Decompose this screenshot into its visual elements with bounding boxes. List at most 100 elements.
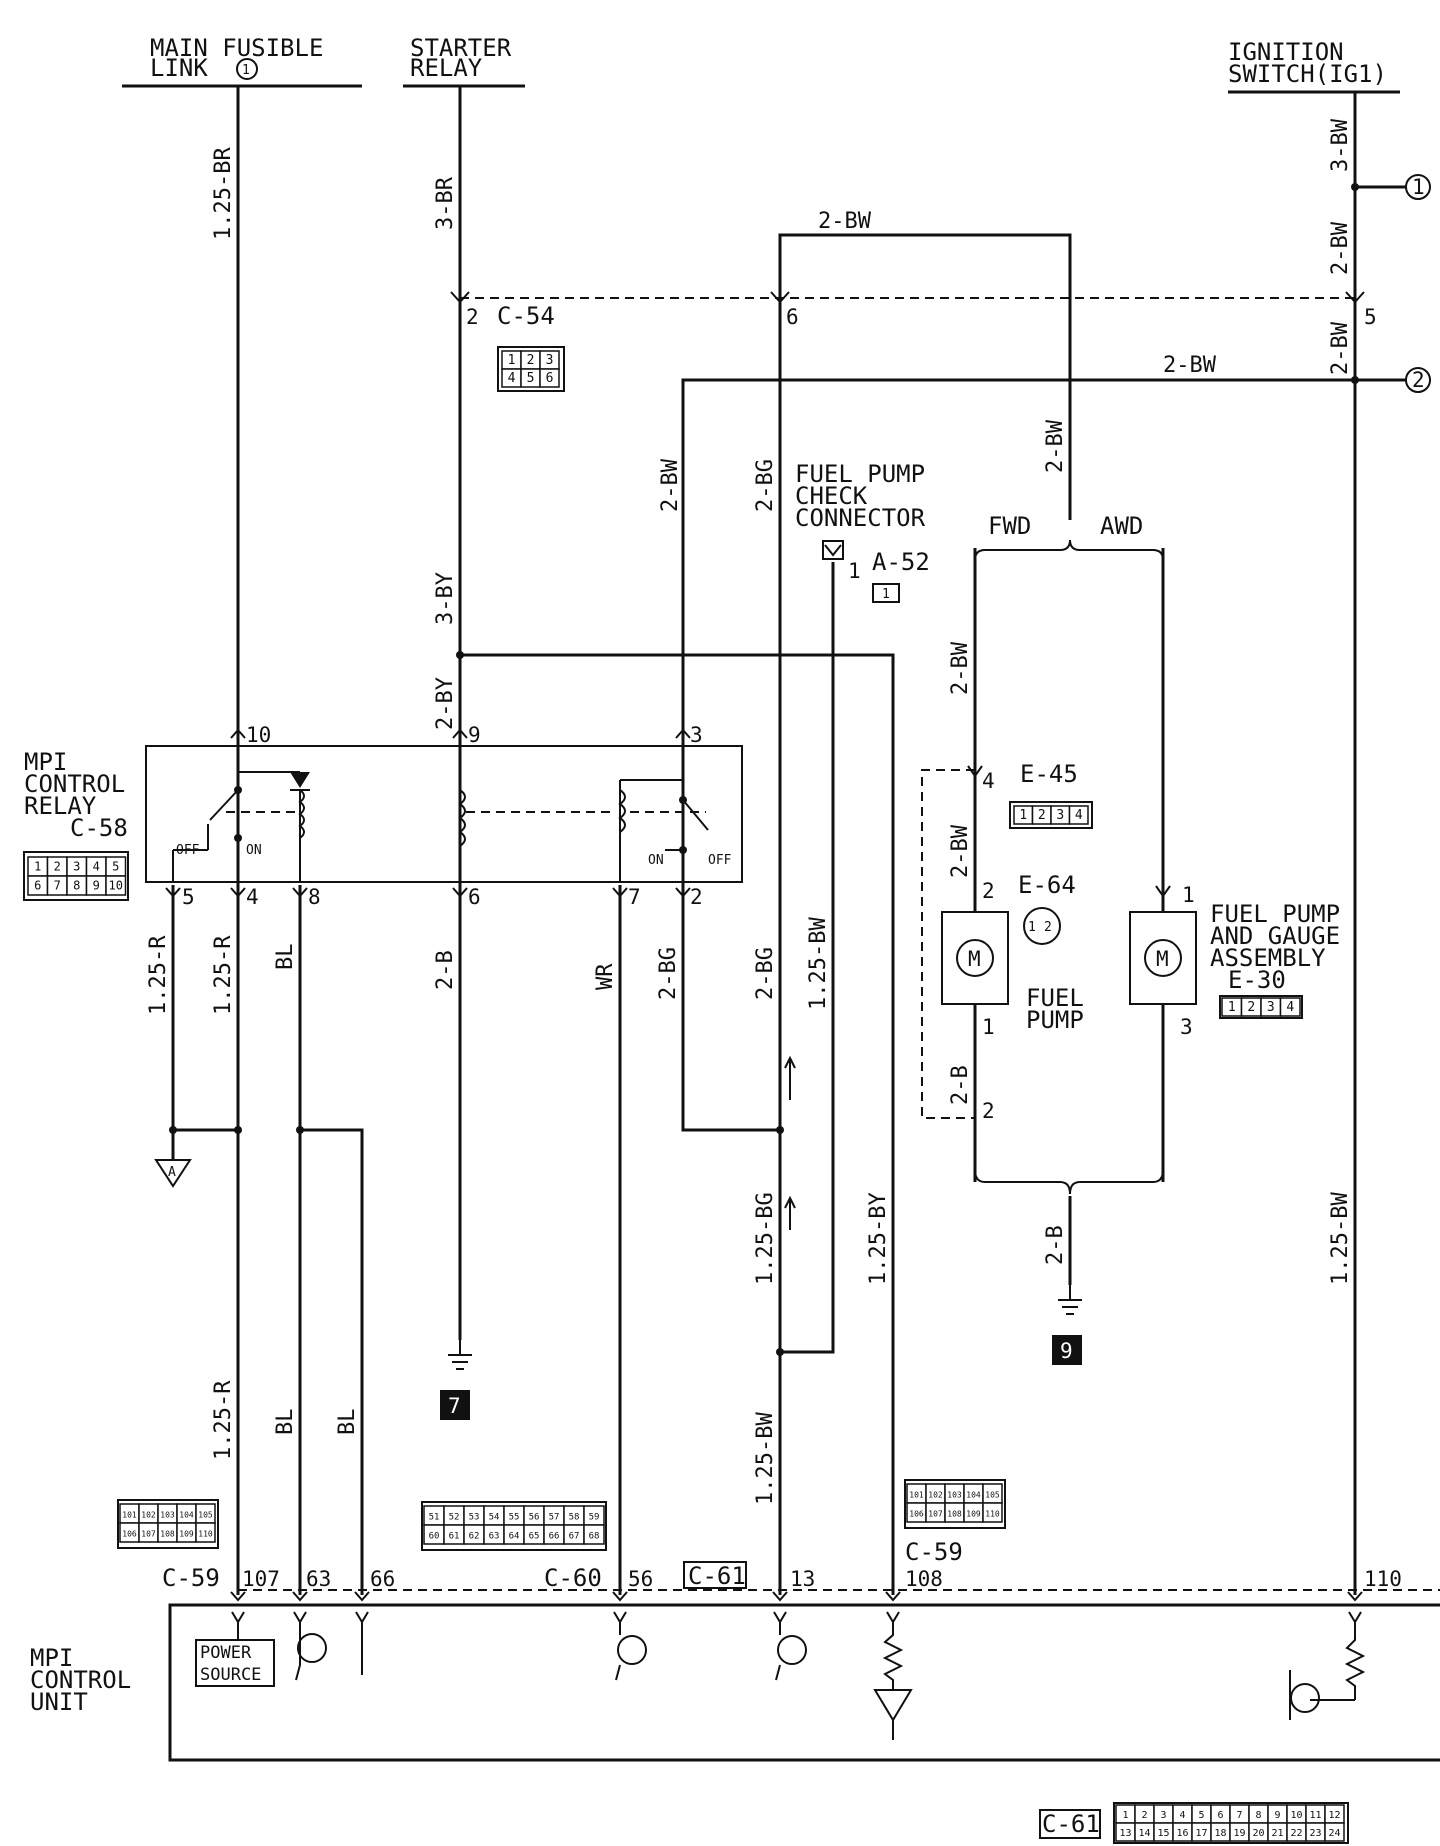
wire-label: 1.25-BG xyxy=(753,1192,778,1285)
connector-pin-number: 7 xyxy=(1236,1810,1242,1821)
relay-label-1: MPI xyxy=(24,748,67,776)
svg-text:9: 9 xyxy=(468,723,481,747)
svg-text:2: 2 xyxy=(690,885,703,909)
connector-pin-number: 5 xyxy=(1198,1810,1204,1821)
connector-pin-number: 102 xyxy=(141,1511,156,1520)
svg-text:ON: ON xyxy=(648,853,664,868)
connector-pin-number: 6 xyxy=(546,371,554,386)
svg-text:FUEL: FUEL xyxy=(1026,984,1084,1012)
wire-label: BL xyxy=(335,1409,360,1436)
svg-text:M: M xyxy=(968,947,981,971)
connector-pin-number: 16 xyxy=(1176,1828,1188,1839)
connector-pin-number: 4 xyxy=(1075,808,1083,823)
connector-pin-number: 1 xyxy=(1019,808,1027,823)
connector-pin-number: 53 xyxy=(469,1513,480,1523)
ground-a: A xyxy=(154,1159,192,1188)
connector-pin-number: 104 xyxy=(179,1511,194,1520)
connector-pin-number: 23 xyxy=(1309,1828,1321,1839)
circle-marker-2: 2 xyxy=(1405,367,1431,393)
connector-pin-number: 4 xyxy=(508,371,516,386)
connector-pin-cell xyxy=(583,1524,605,1545)
connector-pin-number: 101 xyxy=(909,1491,924,1500)
connector-pin-number: 13 xyxy=(1119,1828,1131,1839)
wire-label: 1.25-R xyxy=(146,935,171,1015)
connector-pin-number: 60 xyxy=(429,1532,440,1542)
connector-pin-number: 18 xyxy=(1214,1828,1226,1839)
ecu-box xyxy=(168,1603,1440,1762)
svg-text:5: 5 xyxy=(1364,305,1377,329)
connector-pin-cell xyxy=(982,1502,1003,1523)
connector-pin-cell xyxy=(1068,805,1089,825)
connector-pin-number: 101 xyxy=(122,1511,137,1520)
svg-text:CONTROL: CONTROL xyxy=(30,1666,131,1694)
wire-label: 2-BW xyxy=(948,641,973,695)
starter-relay-label-1: STARTER xyxy=(410,34,512,62)
e45-label: E-45 xyxy=(1020,760,1078,788)
svg-text:ON: ON xyxy=(246,843,262,858)
wire-label: 3-BY xyxy=(433,572,458,625)
wire-label: 1.25-BW xyxy=(1328,1192,1353,1285)
connector-pin-number: 63 xyxy=(489,1532,500,1542)
wire-label: 2-BW xyxy=(1328,221,1353,275)
connector-pin-number: 54 xyxy=(489,1513,500,1523)
svg-text:ASSEMBLY: ASSEMBLY xyxy=(1210,944,1326,972)
connector-pin-number: 1 xyxy=(1228,1000,1236,1015)
svg-text:1: 1 xyxy=(882,587,890,602)
svg-text:107: 107 xyxy=(242,1567,280,1591)
connector-pin-number: 4 xyxy=(1179,1810,1185,1821)
svg-text:OFF: OFF xyxy=(176,843,200,858)
e64-label: E-64 xyxy=(1018,871,1076,899)
wire-label: 2-BW xyxy=(1328,321,1353,375)
wire-label: BL xyxy=(273,944,298,971)
svg-text:1: 1 xyxy=(848,559,861,583)
connector-pin-number: 66 xyxy=(549,1532,560,1542)
connector-pin-number: 1 xyxy=(508,353,516,368)
connector-pin-number: 103 xyxy=(160,1511,175,1520)
svg-text:110: 110 xyxy=(1364,1567,1402,1591)
svg-text:3: 3 xyxy=(690,723,703,747)
connector-pin-number: 2 xyxy=(1141,1810,1147,1821)
connector-pin-number: 103 xyxy=(947,1491,962,1500)
connector-pin-number: 64 xyxy=(509,1532,520,1542)
fuel-pump-gauge-assembly: 1 M 3 FUEL PUMP AND GAUGE ASSEMBLY E-30 … xyxy=(1129,883,1340,1039)
ignition-switch-header: IGNITION SWITCH(IG1) xyxy=(1228,38,1400,94)
wire-label: 2-B xyxy=(433,950,458,990)
wire-label: 3-BR xyxy=(433,176,458,230)
relay-box xyxy=(145,745,743,883)
mpi-control-unit: MPI CONTROL UNIT POWER SOURCE xyxy=(30,1603,1440,1762)
connector-pin-number: 55 xyxy=(509,1513,520,1523)
svg-text:4: 4 xyxy=(246,885,259,909)
connector-pin-number: 1 xyxy=(1122,1810,1128,1821)
driver-66 xyxy=(355,1611,369,1675)
connector-pin-number: 67 xyxy=(569,1532,580,1542)
connector-pin-number: 108 xyxy=(947,1510,962,1519)
wire-label: 2-BW xyxy=(818,209,872,234)
connector-pin-number: 51 xyxy=(429,1513,440,1523)
connector-pin-number: 12 xyxy=(1328,1810,1340,1821)
wire-label: 2-BW xyxy=(658,458,683,512)
svg-text:8: 8 xyxy=(308,885,321,909)
wire-label: 2-BY xyxy=(433,677,458,730)
junction-dots xyxy=(169,183,1359,1356)
main-fusible-link-header: MAIN FUSIBLE LINK 1 xyxy=(122,34,362,88)
wires xyxy=(171,86,1440,1595)
connector-pin-cell xyxy=(1324,1822,1345,1842)
connector-pin-number: 65 xyxy=(529,1532,540,1542)
wire-label: 1.25-BR xyxy=(211,147,236,240)
svg-text:6: 6 xyxy=(786,305,799,329)
svg-text:1: 1 xyxy=(1182,883,1195,907)
svg-text:POWER: POWER xyxy=(200,1643,252,1663)
svg-text:10: 10 xyxy=(246,723,271,747)
svg-text:6: 6 xyxy=(468,885,481,909)
svg-text:5: 5 xyxy=(182,885,195,909)
starter-relay-header: STARTER RELAY xyxy=(403,34,525,88)
transistor-63 xyxy=(293,1611,327,1681)
svg-text:2: 2 xyxy=(1044,920,1052,935)
